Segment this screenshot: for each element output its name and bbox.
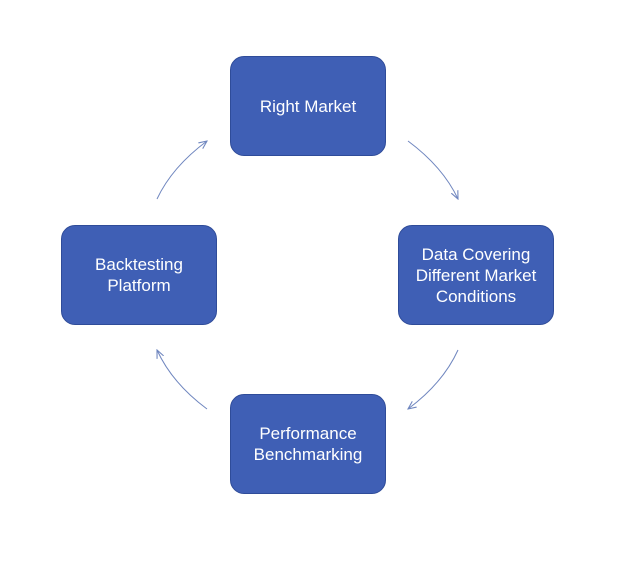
node-performance-benchmarking-label: Performance Benchmarking [253, 424, 363, 464]
arrow-top-to-right [407, 140, 458, 199]
node-backtesting-platform: Backtesting Platform [61, 225, 217, 325]
node-backtesting-platform-label: Backtesting Platform [95, 255, 183, 295]
node-performance-benchmarking: Performance Benchmarking [230, 394, 386, 494]
arrow-left-to-top [156, 141, 207, 200]
node-data-covering-label: Data Covering Different Market Condition… [415, 244, 537, 306]
arrow-bottom-to-left [157, 350, 208, 410]
node-right-market: Right Market [230, 56, 386, 156]
arrow-right-to-bottom [408, 349, 459, 409]
node-right-market-label: Right Market [259, 96, 357, 116]
node-data-covering: Data Covering Different Market Condition… [398, 225, 554, 325]
